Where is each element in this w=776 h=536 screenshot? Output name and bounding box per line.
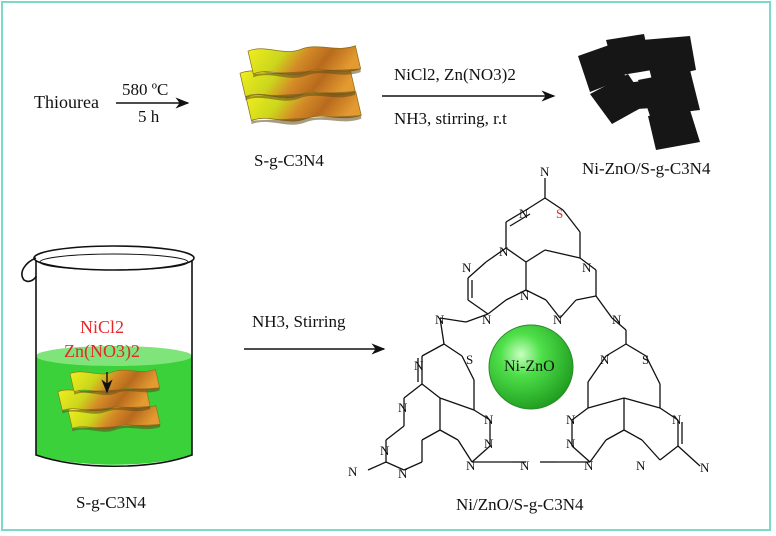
atom-n: N bbox=[520, 458, 530, 473]
catalyst-flakes bbox=[578, 34, 700, 150]
atom-n: N bbox=[462, 260, 472, 275]
atom-n: N bbox=[484, 436, 494, 451]
atom-n: N bbox=[435, 312, 445, 327]
atom-n: N bbox=[540, 164, 550, 179]
atom-n: N bbox=[612, 312, 622, 327]
structure-atoms: N N S N N N N N N N N N S N N N N N N N … bbox=[348, 164, 710, 481]
product1-label: S-g-C3N4 bbox=[254, 151, 324, 170]
sheet-stack-top bbox=[239, 45, 362, 126]
atom-n: N bbox=[553, 312, 563, 327]
atom-s: S bbox=[642, 352, 649, 367]
atom-n: N bbox=[600, 352, 610, 367]
step1-condition-bottom: 5 h bbox=[138, 107, 160, 126]
atom-n: N bbox=[348, 464, 358, 479]
ni-zno-sphere bbox=[488, 324, 574, 410]
atom-n: N bbox=[519, 206, 529, 221]
atom-n: N bbox=[584, 458, 594, 473]
atom-n: N bbox=[566, 436, 576, 451]
arrow-label: NH3, Stirring bbox=[252, 312, 346, 331]
atom-n: N bbox=[398, 400, 408, 415]
atom-n: N bbox=[398, 466, 408, 481]
product2-label: Ni-ZnO/S-g-C3N4 bbox=[582, 159, 711, 178]
beaker-label: S-g-C3N4 bbox=[76, 493, 146, 512]
step2-condition-bottom: NH3, stirring, r.t bbox=[394, 109, 507, 128]
atom-n: N bbox=[499, 244, 509, 259]
sphere-label: Ni-ZnO bbox=[504, 358, 555, 375]
beaker-reagent2: Zn(NO3)2 bbox=[64, 341, 140, 361]
structure-bonds bbox=[367, 178, 701, 471]
atom-n: N bbox=[380, 443, 390, 458]
atom-n: N bbox=[700, 460, 710, 475]
atom-n: N bbox=[466, 458, 476, 473]
atom-n: N bbox=[636, 458, 646, 473]
beaker bbox=[21, 245, 195, 467]
product-label: Ni/ZnO/S-g-C3N4 bbox=[456, 495, 584, 514]
atom-n: N bbox=[566, 412, 576, 427]
atom-n: N bbox=[482, 312, 492, 327]
atom-n: N bbox=[484, 412, 494, 427]
atom-n: N bbox=[582, 260, 592, 275]
step1-condition-top: 580 ºC bbox=[122, 80, 169, 99]
atom-s: S bbox=[466, 352, 473, 367]
atom-s: S bbox=[556, 206, 563, 221]
atom-n: N bbox=[672, 412, 682, 427]
beaker-reagent1: NiCl2 bbox=[80, 317, 125, 337]
atom-n: N bbox=[520, 288, 530, 303]
atom-n: N bbox=[414, 358, 424, 373]
reactant-label: Thiourea bbox=[34, 92, 99, 112]
step2-condition-top: NiCl2, Zn(NO3)2 bbox=[394, 65, 516, 84]
